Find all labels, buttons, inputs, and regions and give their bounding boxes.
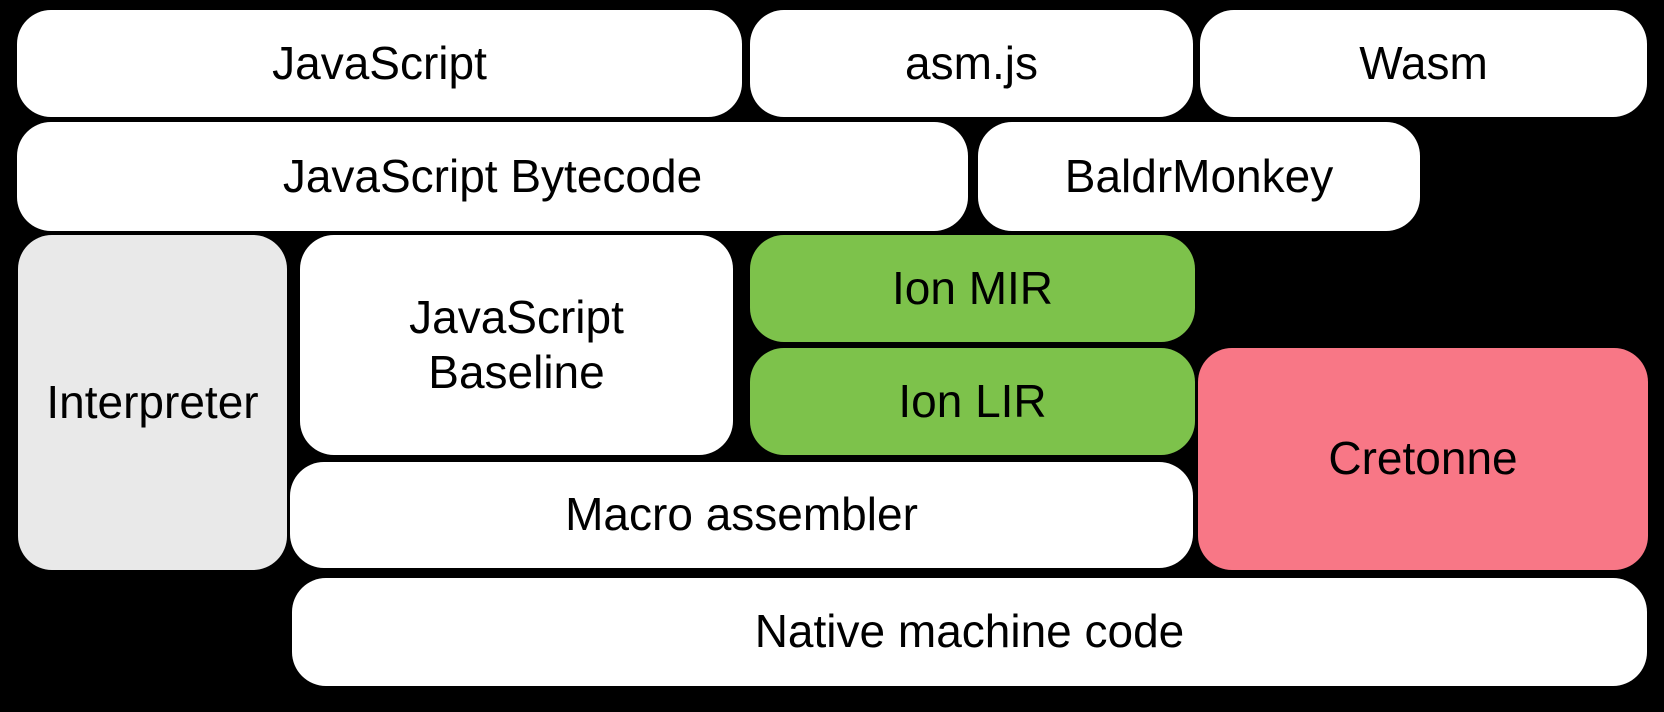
node-javascript-label: JavaScript — [272, 36, 487, 89]
node-javascript-baseline: JavaScript Baseline — [300, 235, 733, 455]
baseline-label-line1: JavaScript — [409, 290, 624, 343]
node-wasm-label: Wasm — [1359, 36, 1488, 89]
node-macro-assembler: Macro assembler — [290, 462, 1193, 568]
node-native-machine-code: Native machine code — [292, 578, 1647, 686]
node-wasm: Wasm — [1200, 10, 1647, 117]
node-baldrmonkey-label: BaldrMonkey — [1064, 149, 1334, 202]
baseline-label-line2: Baseline — [428, 346, 605, 398]
node-ion-lir: Ion LIR — [750, 348, 1195, 455]
node-native-machine-code-label: Native machine code — [754, 605, 1185, 658]
node-ion-lir-label: Ion LIR — [898, 374, 1047, 427]
node-javascript: JavaScript — [17, 10, 742, 117]
node-macro-assembler-label: Macro assembler — [565, 488, 918, 541]
node-interpreter: Interpreter — [18, 235, 287, 570]
node-javascript-baseline-label: JavaScript Baseline — [409, 290, 624, 400]
node-asmjs-label: asm.js — [905, 36, 1038, 89]
node-asmjs: asm.js — [750, 10, 1193, 117]
node-javascript-bytecode: JavaScript Bytecode — [17, 122, 968, 231]
node-ion-mir-label: Ion MIR — [891, 261, 1054, 314]
node-cretonne: Cretonne — [1198, 348, 1648, 570]
node-javascript-bytecode-label: JavaScript Bytecode — [282, 149, 703, 202]
node-baldrmonkey: BaldrMonkey — [978, 122, 1420, 231]
node-interpreter-label: Interpreter — [46, 375, 259, 428]
node-cretonne-label: Cretonne — [1328, 432, 1518, 485]
node-ion-mir: Ion MIR — [750, 235, 1195, 342]
